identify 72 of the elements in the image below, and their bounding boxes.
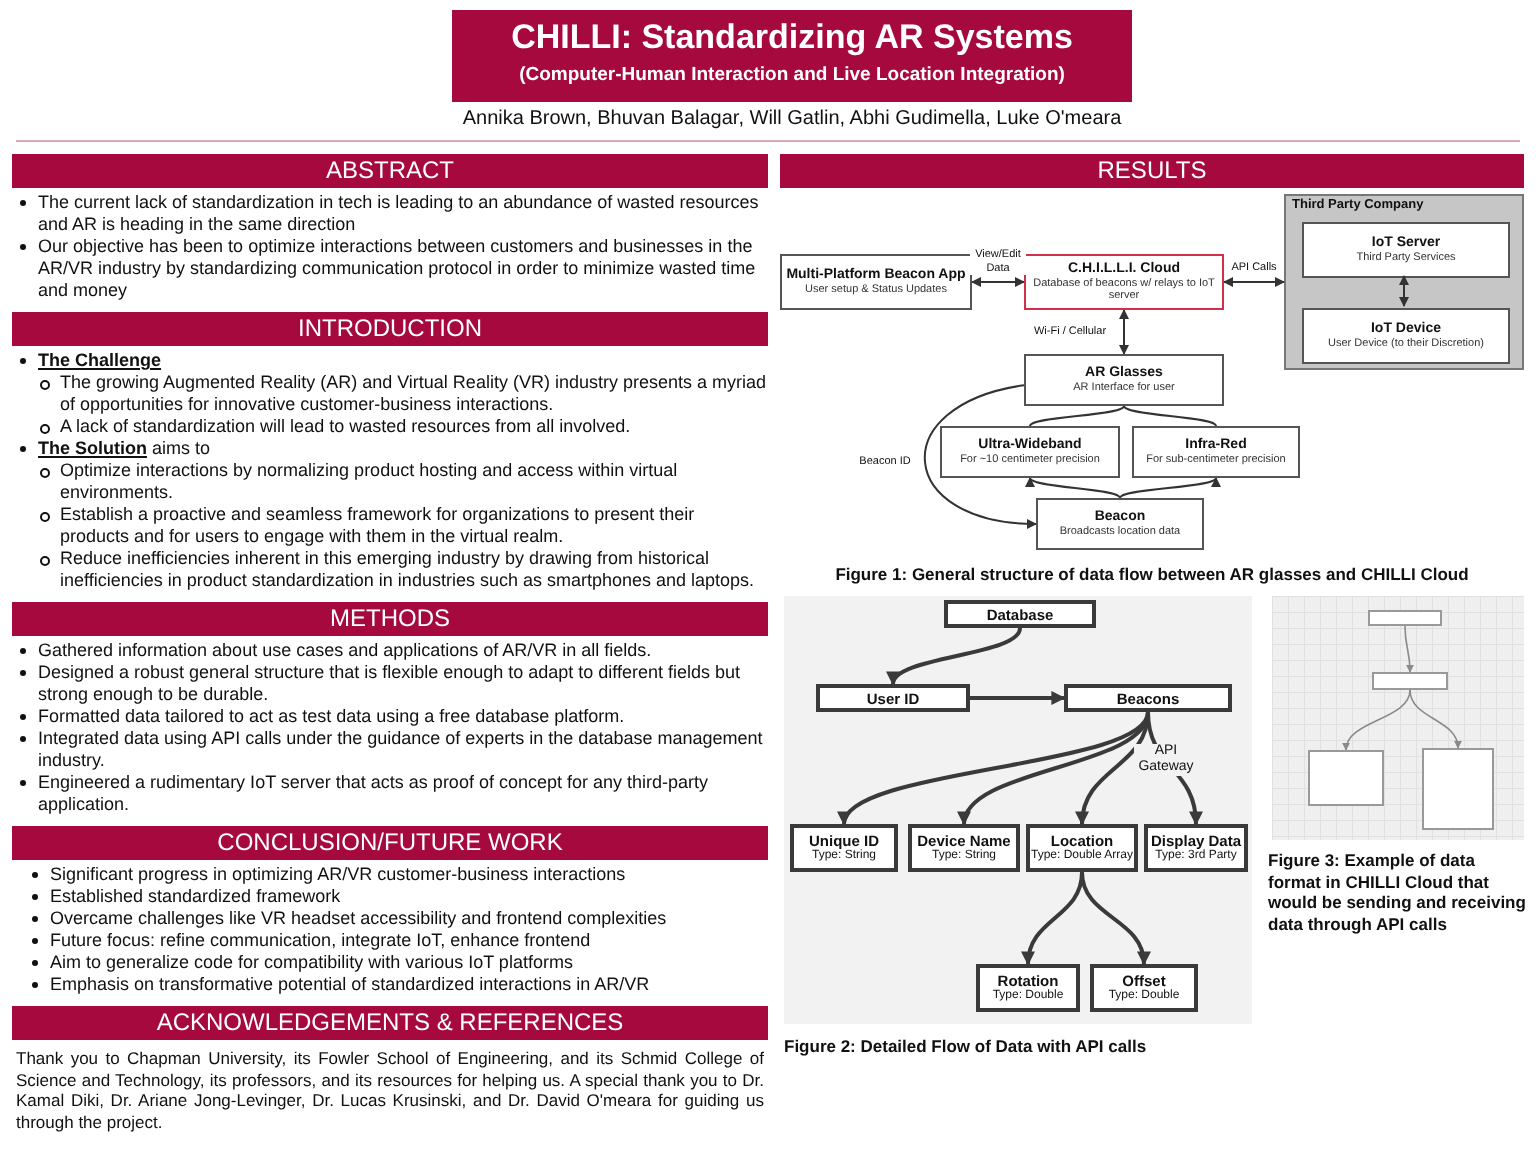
bullet-text: Significant progress in optimizing AR/VR customer-business interactions [28,864,768,886]
connector-line [1029,405,1125,427]
section-header: ABSTRACT [12,154,768,188]
process-box [816,684,970,712]
process-box [1024,354,1224,406]
bullet-text: The growing Augmented Reality (AR) and Virtual Reality (VR) industry presents a myriad of opportunities for innovative customer-business interactions. [12,372,768,416]
figure-caption: Figure 1: General structure of data flow between AR glasses and CHILLI Cloud [833,564,1471,585]
title-banner [452,10,1132,102]
bullet-text: Reduce inefficiencies inherent in this emerging industry by drawing from historical inefficiencies in product standardization in industries such as smartphones and laptops. [12,548,768,592]
process-box [1026,824,1138,872]
arrow [1080,871,1150,966]
bullet-text: Optimize interactions by normalizing product hosting and access within virtual environments. [12,460,768,504]
bullet-text: Future focus: refine communication, integrate IoT, enhance frontend [28,930,768,952]
group-box [1284,194,1524,370]
bullet-text: Designed a robust general structure that is flexible enough to adapt to different fields but strong enough to be durable. [16,662,768,706]
arrow [1343,689,1411,751]
section-header: CONCLUSION/FUTURE WORK [12,826,768,860]
bullet-text: Aim to generalize code for compatibility with various IoT platforms [28,952,768,974]
arrow [971,277,1025,287]
arrow [842,711,1150,826]
figure-caption: Figure 2: Detailed Flow of Data with API calls [784,1036,1149,1057]
author-list: Annika Brown, Bhuvan Balagar, Will Gatlin, Abhi Gudimella, Luke O'meara [452,108,1132,130]
arrow [1409,689,1461,749]
arrow [970,691,1066,705]
section-header: ACKNOWLEDGEMENTS & REFERENCES [12,1006,768,1040]
bullet-text: The current lack of standardization in tech is leading to an abundance of wasted resources and AR is heading in the same direction [16,192,768,236]
arrow [1119,309,1129,355]
process-box [1302,308,1510,364]
figure-caption: Figure 3: Example of data format in CHILLI Cloud that would be sending and receiving data through API calls [1268,850,1528,934]
section-header: METHODS [12,602,768,636]
process-box [1302,222,1510,278]
section-header: RESULTS [780,154,1524,188]
poster-subtitle: (Computer-Human Interaction and Live Location Integration) [517,64,1067,88]
bullet-text: Established standardized framework [28,886,768,908]
bullet-text: Formatted data tailored to act as test data using a free database platform. [16,706,768,728]
arrow [1399,275,1409,307]
bullet-text: Emphasis on transformative potential of standardized interactions in AR/VR [28,974,768,996]
bullet-text: Integrated data using API calls under the guidance of experts in the database management industry. [16,728,768,772]
process-box [1036,498,1204,550]
process-box [1064,684,1232,712]
arrow [960,711,1150,826]
arrow [1029,477,1121,499]
section-header: INTRODUCTION [12,312,768,346]
arrow [1223,277,1285,287]
bullet-text: The Solution aims to [16,438,768,460]
process-box [1144,824,1248,872]
process-box [790,824,898,872]
arrow [891,627,1022,686]
arrow [924,384,1037,529]
process-box [940,426,1120,478]
bullet-text: A lack of standardization will lead to wasted resources from all involved. [12,416,768,438]
diagram-box [1372,672,1448,690]
arrow [1119,477,1217,499]
process-box [1024,254,1224,310]
bullet-text: The Challenge [16,350,768,372]
diagram-box [1308,750,1384,806]
poster-title: CHILLI: Standardizing AR Systems [509,18,1075,58]
process-box [944,600,1096,628]
bullet-text: Our objective has been to optimize interactions between customers and businesses in the AR/VR industry by standardizing communication protocol in order to minimize wasted time and money [16,236,768,302]
bullet-text: Gathered information about use cases and applications of AR/VR in all fields. [16,640,768,662]
process-box [1090,964,1198,1012]
process-box [780,254,972,310]
diagram-box [1422,748,1494,830]
process-box [1132,426,1300,478]
process-box [976,964,1080,1012]
diagram-box [1368,610,1442,626]
bullet-text: Engineered a rudimentary IoT server that acts as proof of concept for any third-party application. [16,772,768,816]
process-box [908,824,1020,872]
bullet-text: Overcame challenges like VR headset accessibility and frontend complexities [28,908,768,930]
bullet-text: Establish a proactive and seamless framework for organizations to present their products and for users to engage with them in the virtual realm. [12,504,768,548]
acknowledgement-text: Thank you to Chapman University, its Fowler School of Engineering, and its Schmid College of Science and Technology, its professors, and its resources for helping us. A special thank you to Dr. Kamal Diki, Dr. Ariane Jong-Levinger, Dr. Lucas Krusinski, and Dr. David O'meara for guiding us through the project. [16,1048,764,1132]
arrow [1404,625,1414,673]
